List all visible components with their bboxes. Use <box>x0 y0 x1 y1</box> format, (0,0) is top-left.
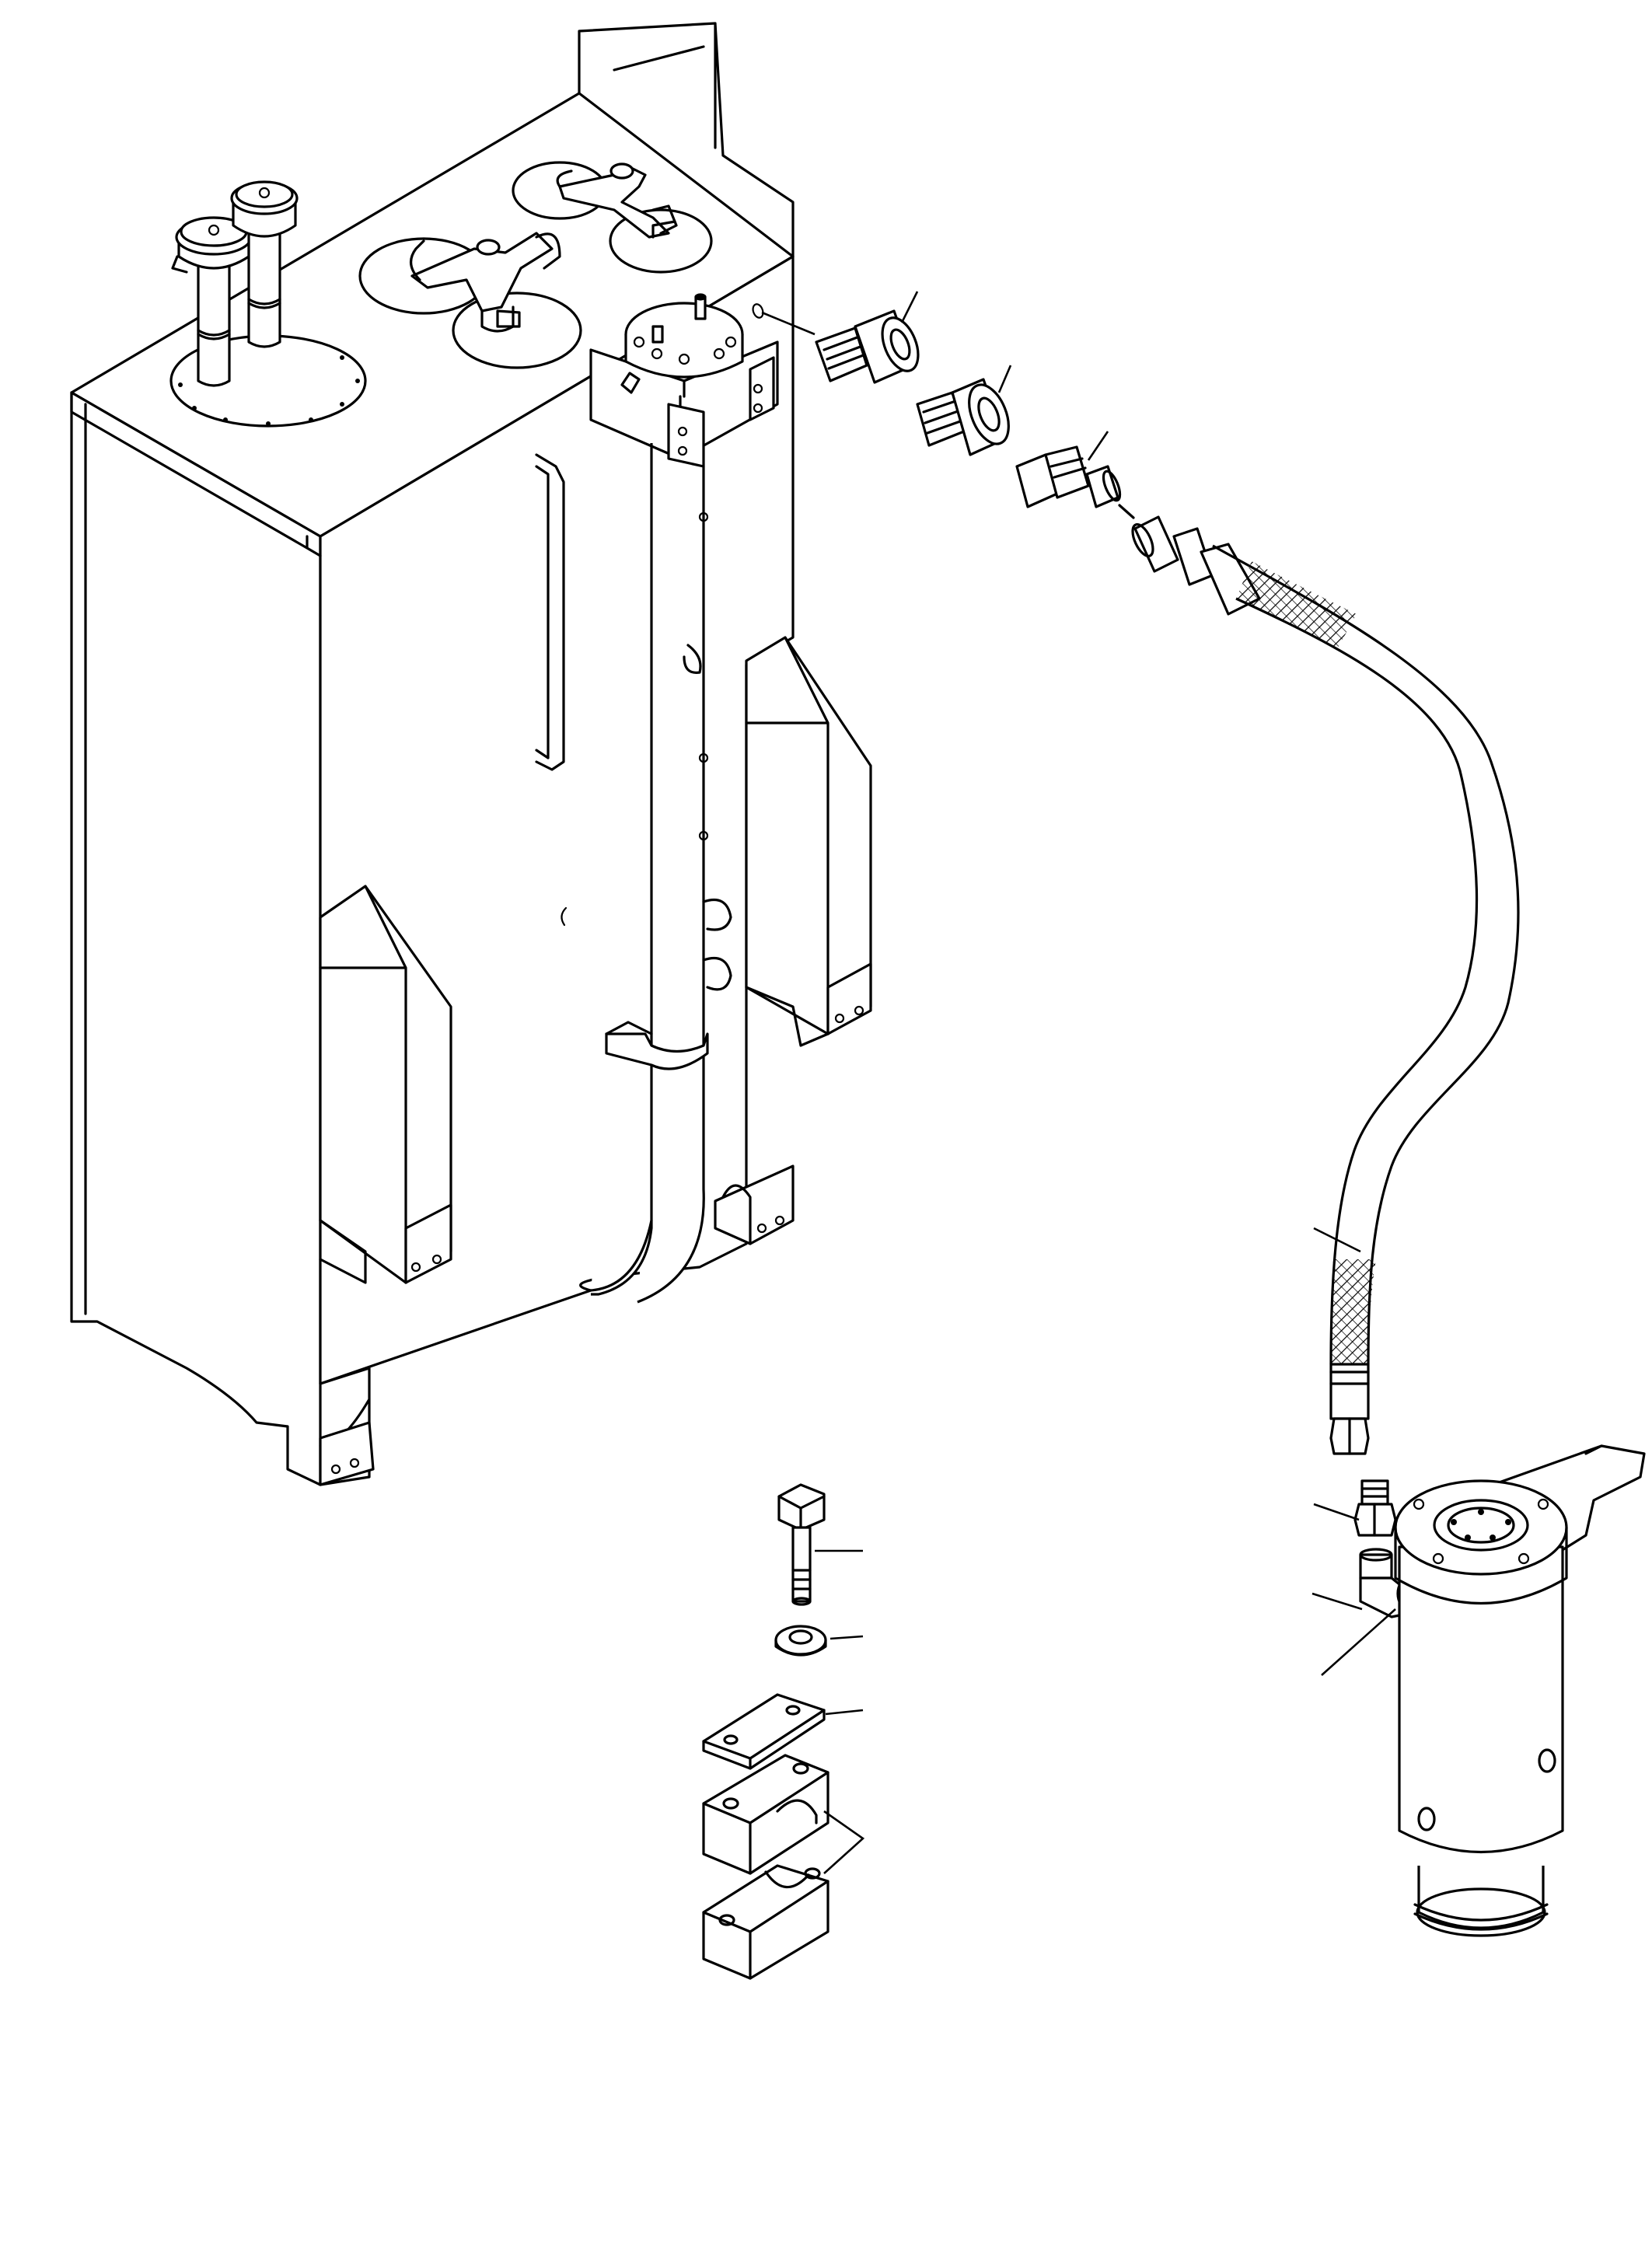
clamp-bolt <box>777 1483 826 1606</box>
hose-ferrule-bottom <box>1329 1363 1370 1420</box>
port-centerline <box>761 311 816 336</box>
tank-side-handle <box>535 453 565 771</box>
callout-leaders-clamp <box>815 1549 865 1874</box>
breather-pipe-left <box>197 255 231 387</box>
fitting-adapter-2 <box>916 378 1010 456</box>
callout-leaders-top <box>900 291 1109 461</box>
pipe-clamp-on-tank <box>605 1032 709 1070</box>
fitting-nipple <box>1015 445 1135 519</box>
cover-plate-right <box>512 161 713 274</box>
hydraulic-hose <box>1131 515 1520 1455</box>
filler-breathers <box>169 180 367 428</box>
tank-rear-frame <box>578 22 795 258</box>
clamp-washer <box>774 1625 827 1657</box>
suction-pipe <box>591 443 705 1304</box>
tank-front-lip <box>70 391 322 1315</box>
clamp-half-lower <box>702 1864 829 1980</box>
tank-side-boss <box>561 906 568 927</box>
fitting-adapter-1 <box>815 309 920 384</box>
clamp-half-upper <box>702 1754 829 1875</box>
breather-pipe-right <box>247 232 281 348</box>
callout-leaders-right <box>1311 1227 1396 1676</box>
hydraulic-pump <box>1394 1444 1646 1937</box>
tank-front-face <box>70 391 322 1486</box>
tank-foot-front <box>319 1421 375 1486</box>
filter-head <box>589 293 779 1304</box>
fitting-union-lower <box>1353 1479 1397 1537</box>
clamp-plate <box>702 1693 826 1770</box>
cover-plate-center <box>358 232 582 369</box>
tank-foot-rear <box>714 1164 795 1245</box>
